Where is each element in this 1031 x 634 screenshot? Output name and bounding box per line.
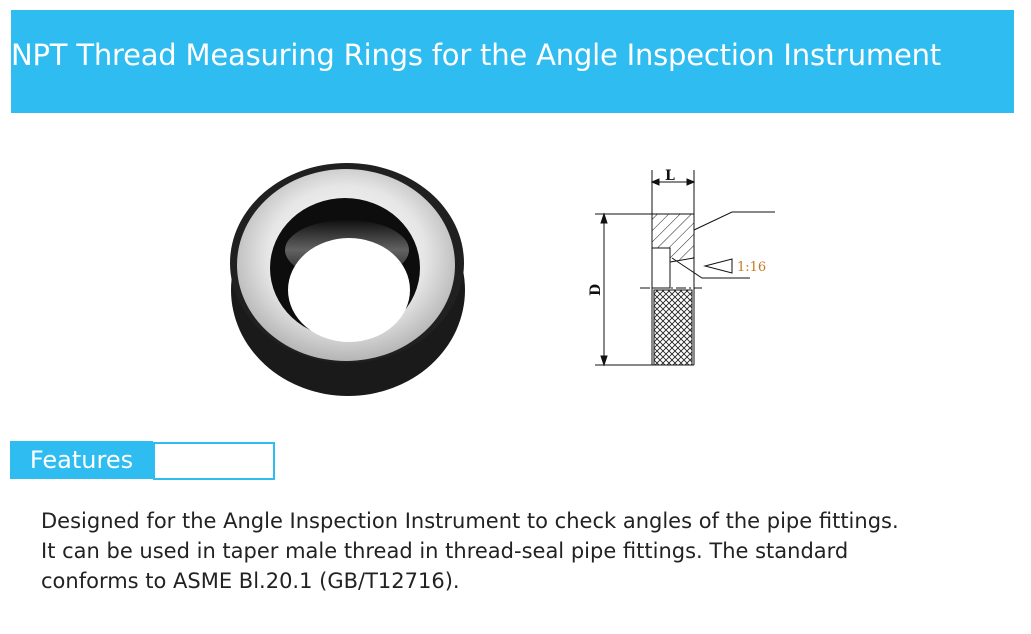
- taper-label: 1:16: [737, 260, 766, 275]
- features-description: Designed for the Angle Inspection Instru…: [41, 506, 1021, 596]
- description-line: It can be used in taper male thread in t…: [41, 539, 849, 563]
- ring-gauge-photo: [230, 163, 465, 396]
- diameter-label: D: [588, 284, 604, 296]
- cross-section-drawing: [595, 170, 775, 367]
- description-line: Designed for the Angle Inspection Instru…: [41, 509, 899, 533]
- features-heading-decoration: [153, 442, 275, 480]
- title-banner: [11, 10, 1014, 113]
- description-line: conforms to ASME Bl.20.1 (GB/T12716).: [41, 569, 460, 593]
- page-title: NPT Thread Measuring Rings for the Angle…: [11, 38, 941, 72]
- length-label: L: [665, 168, 675, 184]
- features-heading: Features: [10, 441, 153, 479]
